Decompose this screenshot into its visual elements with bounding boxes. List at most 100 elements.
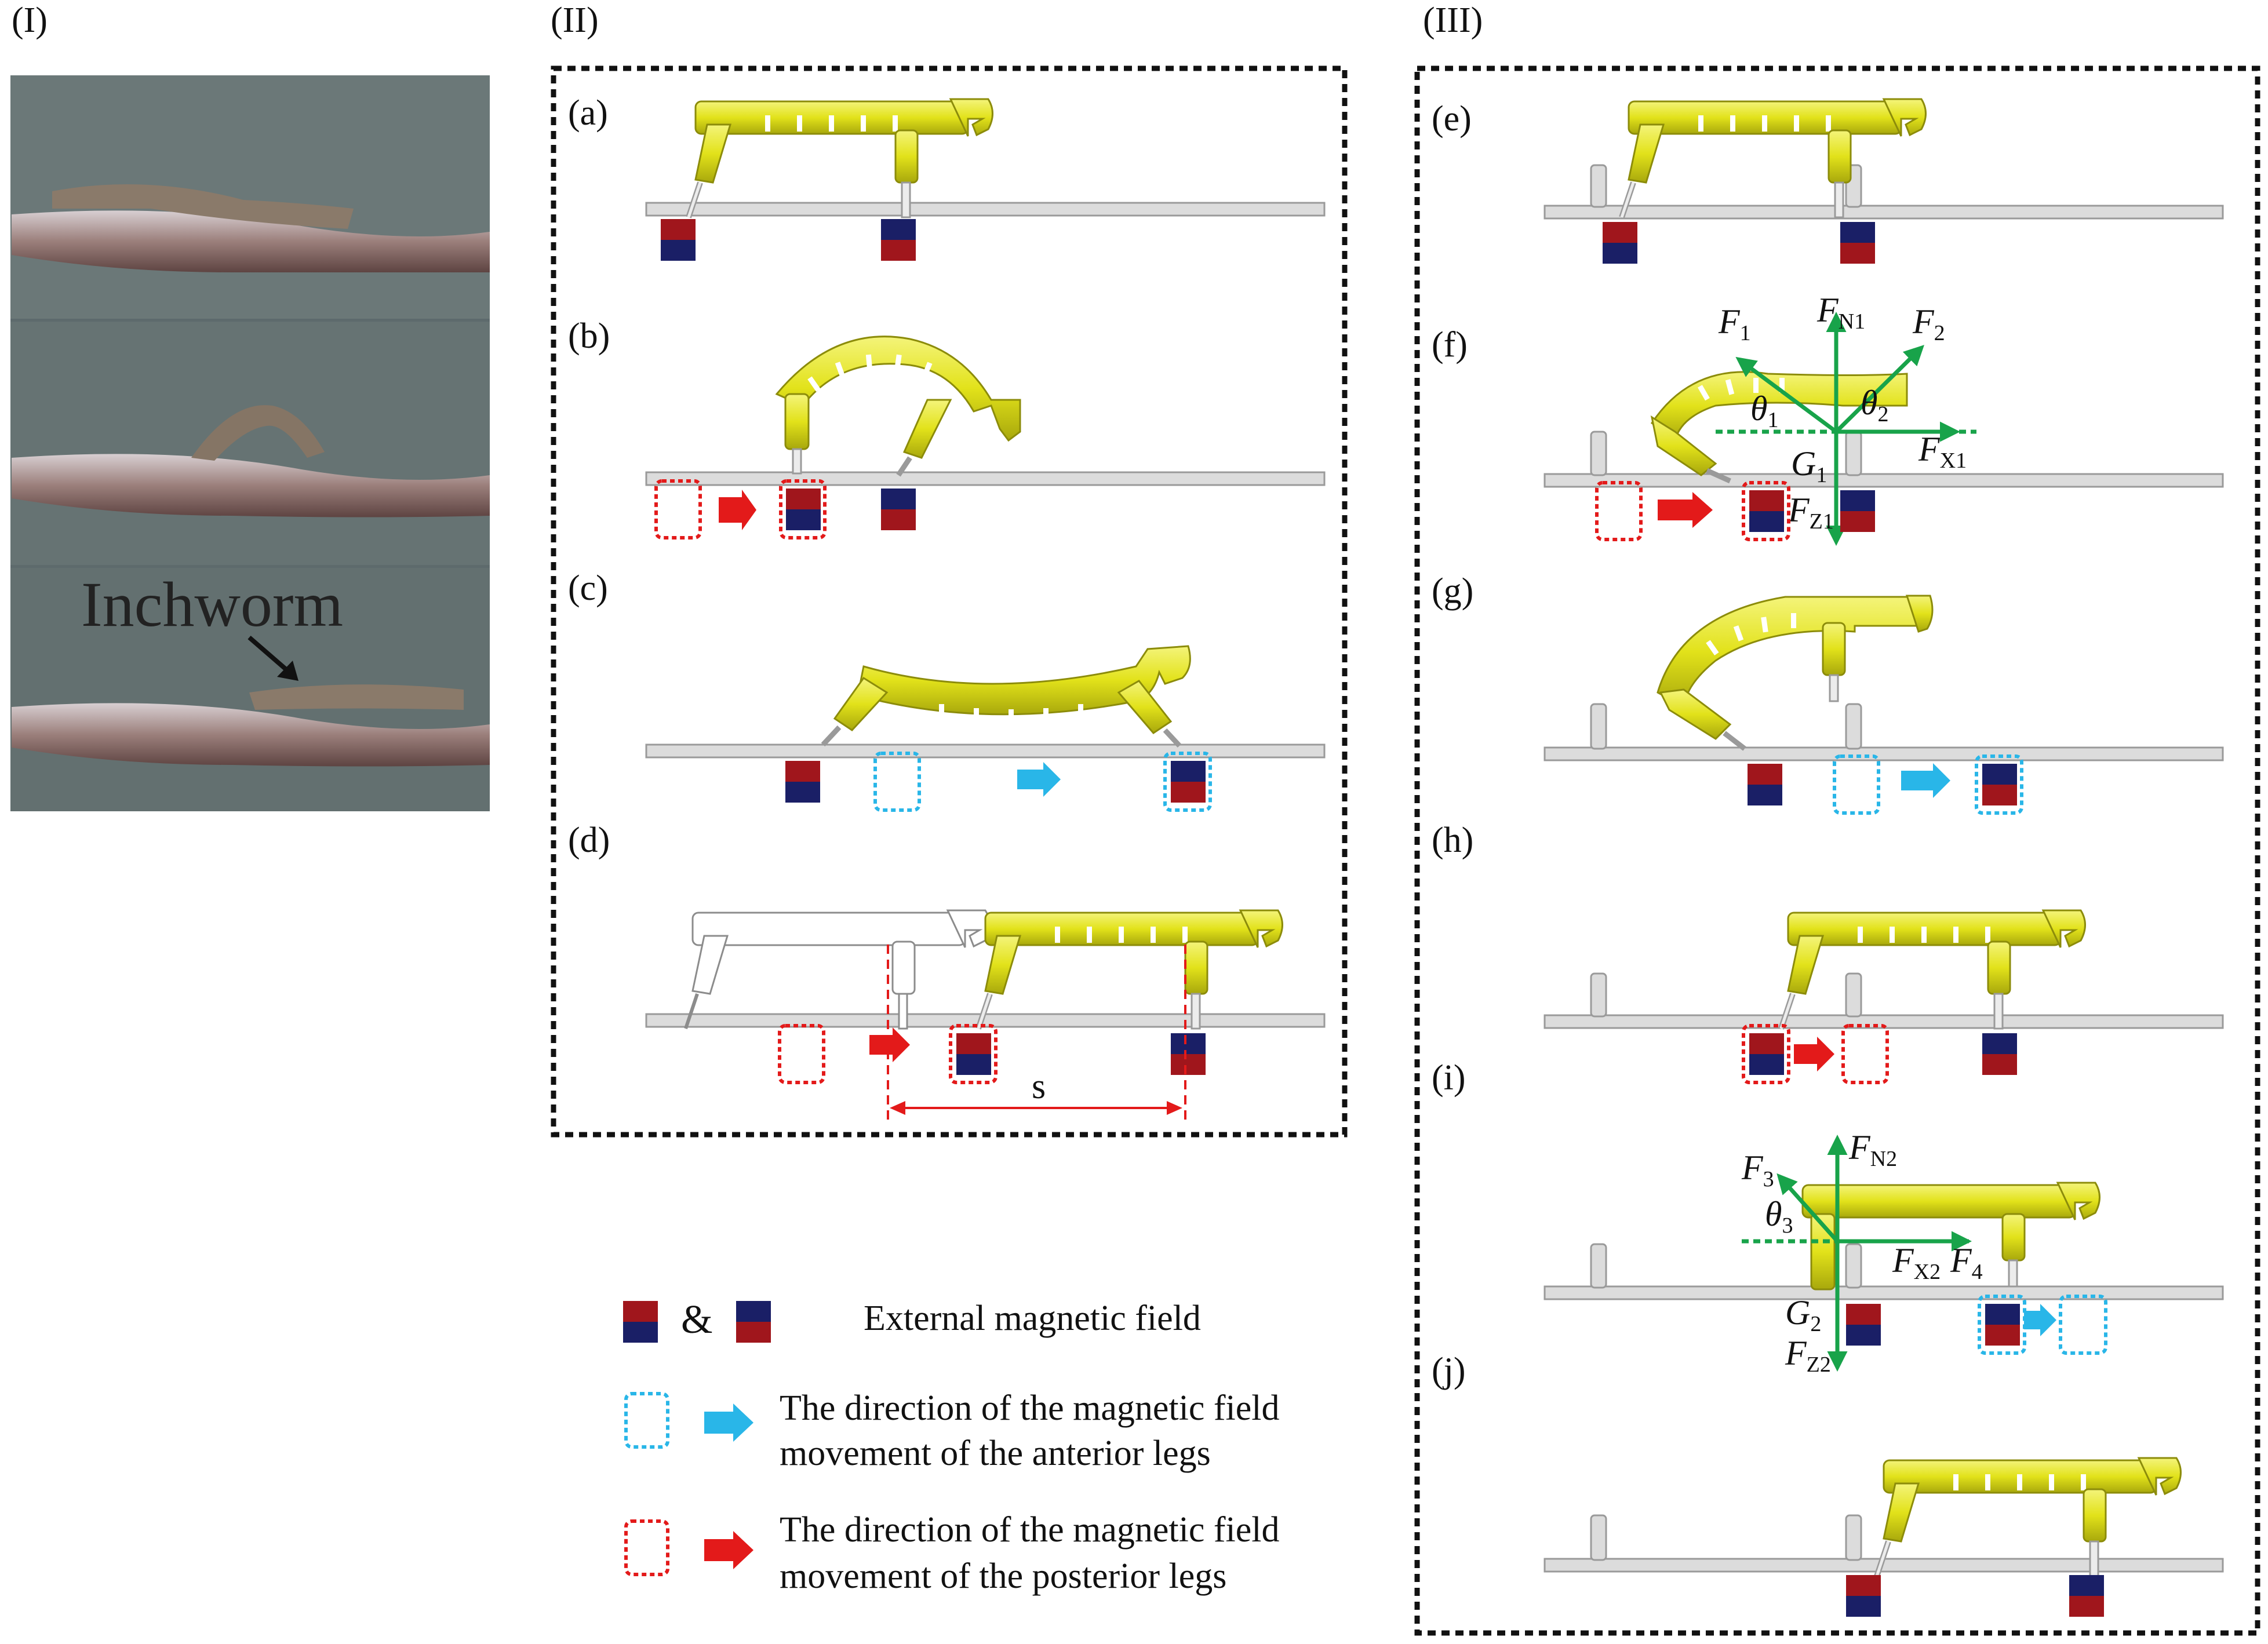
inchworm-pointer-arrow xyxy=(247,635,298,681)
anterior-field-arrow-g xyxy=(1901,763,1950,798)
robot-i xyxy=(1801,1182,2100,1291)
label-FX2: FX2 xyxy=(1892,1241,1941,1284)
label-F3: F3 xyxy=(1741,1149,1774,1191)
magnet-f-anterior xyxy=(1840,490,1875,532)
anterior-field-outline-g-end xyxy=(1975,754,2023,815)
legend-magnet-red-blue xyxy=(623,1301,658,1343)
label-FN2: FN2 xyxy=(1848,1128,1897,1171)
posterior-field-outline-d-end xyxy=(949,1024,998,1084)
subpanel-label-f: (f) xyxy=(1432,325,1468,364)
ground-a xyxy=(645,202,1326,217)
magnet-d-posterior xyxy=(956,1033,991,1075)
panel-II-frame xyxy=(551,65,1348,1138)
label-FZ2: FZ2 xyxy=(1785,1334,1831,1377)
ground-g xyxy=(1543,703,2224,761)
magnet-g-posterior xyxy=(1748,764,1782,805)
ground-h xyxy=(1543,972,2224,1029)
distance-label: s xyxy=(1032,1067,1046,1106)
posterior-field-outline-h-end xyxy=(1841,1024,1889,1084)
label-theta1: θ1 xyxy=(1750,389,1778,432)
panel-III-frame xyxy=(1414,65,2260,1636)
magnet-d-anterior xyxy=(1171,1033,1206,1075)
panel-title-III: (III) xyxy=(1423,1,1483,40)
robot-f-arched xyxy=(1650,371,1908,484)
ground-i xyxy=(1543,1243,2224,1300)
label-FZ1: FZ1 xyxy=(1788,491,1834,534)
magnet-b-posterior xyxy=(786,489,821,530)
legend-magnet-blue-red xyxy=(736,1301,771,1343)
subpanel-label-b: (b) xyxy=(568,316,610,356)
legend-anterior-outline xyxy=(624,1392,669,1449)
label-theta3: θ3 xyxy=(1765,1195,1793,1238)
legend xyxy=(623,1301,771,1576)
legend-anterior-arrow xyxy=(704,1404,753,1442)
inchworm-label: Inchworm xyxy=(81,569,343,640)
subpanel-label-j: (j) xyxy=(1432,1351,1466,1390)
robot-g-arched xyxy=(1657,595,1934,751)
ground-b xyxy=(645,471,1326,486)
ground-f xyxy=(1543,431,2224,488)
anterior-field-outline-i-end xyxy=(2059,1295,2107,1355)
robot-b-arched xyxy=(775,336,1021,477)
legend-amp: & xyxy=(681,1297,713,1342)
anterior-field-outline-c-end xyxy=(1163,752,1212,812)
posterior-field-outline-b-end xyxy=(779,479,827,540)
magnet-c-posterior xyxy=(785,761,820,803)
label-F4: F4 xyxy=(1950,1241,1983,1284)
subpanel-label-i: (i) xyxy=(1432,1058,1466,1098)
posterior-field-arrow-d xyxy=(869,1027,910,1062)
label-F1: F1 xyxy=(1718,302,1751,345)
legend-posterior-line1: The direction of the magnetic field xyxy=(780,1510,1280,1550)
panel-title-II: (II) xyxy=(551,1,599,40)
label-G1: G1 xyxy=(1791,444,1827,487)
posterior-field-outline-d-start xyxy=(778,1024,825,1084)
inchworm-photo xyxy=(10,75,490,811)
magnet-e-posterior xyxy=(1603,222,1637,264)
magnet-j-anterior xyxy=(2069,1575,2104,1617)
legend-posterior-line2: movement of the posterior legs xyxy=(780,1556,1227,1596)
anterior-field-arrow-i xyxy=(2024,1304,2056,1336)
label-theta2: θ2 xyxy=(1861,384,1888,427)
posterior-field-arrow-b xyxy=(719,490,756,530)
force-F3 xyxy=(1776,1173,1839,1243)
label-G2: G2 xyxy=(1785,1293,1821,1336)
legend-posterior-outline xyxy=(624,1519,669,1576)
anterior-field-outline-c-start xyxy=(873,752,921,812)
force-F2 xyxy=(1834,345,1924,433)
legend-anterior-line1: The direction of the magnetic field xyxy=(780,1388,1280,1428)
ground-c xyxy=(645,743,1326,759)
distance-arrow xyxy=(890,1101,1182,1115)
magnet-i-posterior xyxy=(1846,1304,1881,1346)
posterior-field-outline-f-end xyxy=(1742,481,1790,541)
anterior-field-outline-g-start xyxy=(1833,754,1880,815)
robot-h xyxy=(1781,910,2085,1029)
robot-d-ghost xyxy=(686,910,990,1029)
magnet-i-anterior xyxy=(1985,1304,2020,1346)
posterior-field-arrow-f xyxy=(1658,492,1713,528)
magnet-h-posterior xyxy=(1749,1033,1784,1075)
magnet-b-anterior xyxy=(881,489,916,530)
posterior-field-arrow-h xyxy=(1794,1037,1834,1071)
subpanel-label-a: (a) xyxy=(568,93,608,133)
robot-c-sagging xyxy=(821,645,1191,748)
label-FX1: FX1 xyxy=(1918,430,1967,473)
subpanel-label-h: (h) xyxy=(1432,821,1473,860)
posterior-field-outline-h-start xyxy=(1742,1024,1790,1084)
robot-e xyxy=(1622,99,1926,217)
label-FN1: FN1 xyxy=(1816,291,1865,334)
magnet-c-anterior xyxy=(1171,761,1206,803)
legend-anterior-line2: movement of the anterior legs xyxy=(780,1434,1211,1473)
anterior-field-arrow-c xyxy=(1017,762,1061,797)
posterior-field-outline-b-start xyxy=(654,479,702,540)
magnet-a-posterior xyxy=(661,219,696,261)
magnet-f-posterior xyxy=(1749,490,1784,532)
subpanel-label-g: (g) xyxy=(1432,571,1473,611)
magnet-j-posterior xyxy=(1846,1575,1881,1617)
panel-title-I: (I) xyxy=(12,1,48,40)
magnet-e-anterior xyxy=(1840,222,1875,264)
force-F1 xyxy=(1735,356,1838,433)
subpanel-label-e: (e) xyxy=(1432,99,1472,138)
magnet-g-anterior xyxy=(1982,764,2017,805)
magnet-h-anterior xyxy=(1982,1033,2017,1075)
